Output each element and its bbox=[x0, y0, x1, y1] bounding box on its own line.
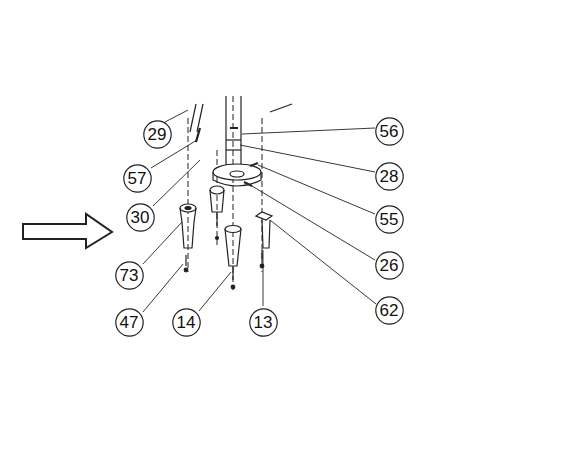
base-plate bbox=[213, 164, 261, 186]
callout-number: 56 bbox=[380, 123, 399, 140]
callout-number: 73 bbox=[120, 267, 139, 284]
bushing-part bbox=[210, 186, 224, 240]
rod bbox=[190, 104, 292, 142]
callout-circle: 47 bbox=[115, 308, 144, 337]
callout-circle: 56 bbox=[375, 117, 404, 146]
screw bbox=[184, 163, 258, 272]
callout-number: 14 bbox=[177, 314, 196, 331]
callout-circle: 26 bbox=[375, 251, 404, 280]
callout-number: 47 bbox=[120, 314, 139, 331]
cone-part bbox=[225, 226, 241, 289]
callout-circle: 62 bbox=[375, 296, 404, 325]
callout-number: 57 bbox=[128, 170, 147, 187]
callout-number: 28 bbox=[380, 168, 399, 185]
callout-number: 62 bbox=[380, 302, 399, 319]
callout-circle: 29 bbox=[143, 120, 172, 149]
callout-circle: 30 bbox=[126, 203, 155, 232]
callout-number: 30 bbox=[131, 209, 150, 226]
callout-circle: 13 bbox=[249, 308, 278, 337]
callout-circle: 55 bbox=[375, 205, 404, 234]
foot-part bbox=[180, 204, 196, 248]
callout-circle: 14 bbox=[172, 308, 201, 337]
pointer-arrow bbox=[23, 214, 112, 248]
callout-circle: 73 bbox=[115, 261, 144, 290]
leader-line bbox=[143, 110, 376, 312]
callout-circle: 57 bbox=[123, 164, 152, 193]
callout-circle: 28 bbox=[375, 162, 404, 191]
callout-number: 55 bbox=[380, 211, 399, 228]
center-line bbox=[188, 96, 262, 290]
callout-number: 29 bbox=[148, 126, 167, 143]
callout-number: 13 bbox=[254, 314, 273, 331]
clamp-part bbox=[256, 212, 272, 268]
callout-number: 26 bbox=[380, 257, 399, 274]
column bbox=[226, 96, 241, 168]
